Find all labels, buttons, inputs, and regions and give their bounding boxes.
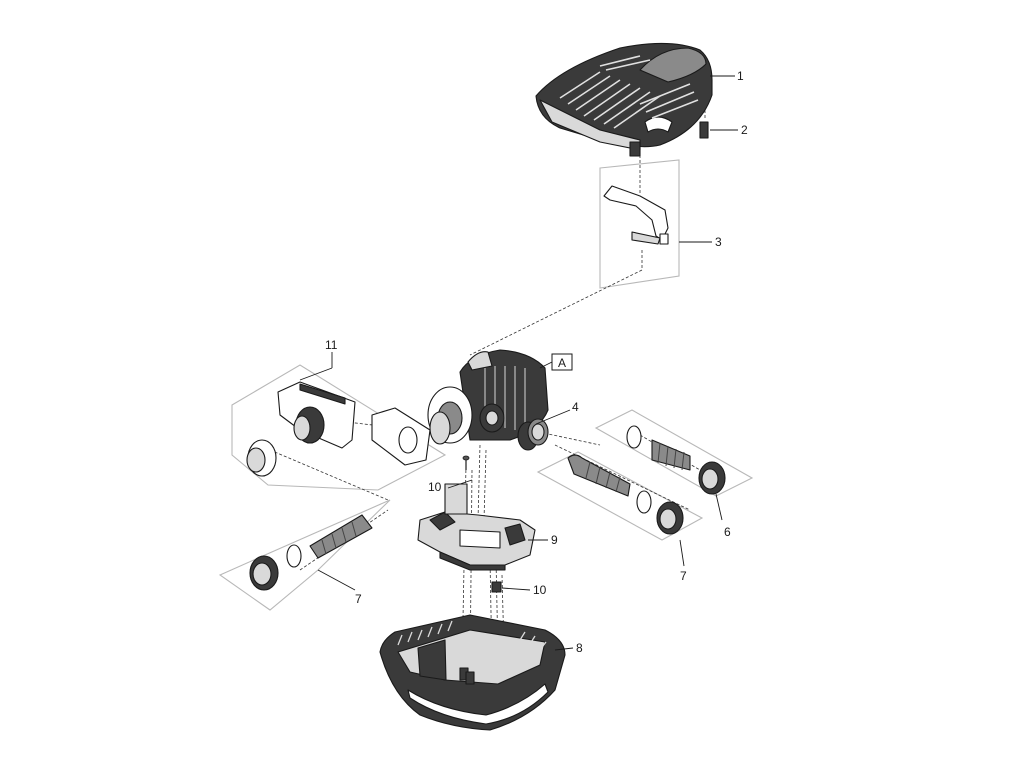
callout-box-a: A <box>558 356 566 370</box>
part-11-filter-plates <box>246 381 431 477</box>
callout-10-top: 10 <box>428 480 442 494</box>
part-6-hose-connector <box>626 425 726 495</box>
callout-6: 6 <box>724 525 731 539</box>
part-8-base-housing <box>379 614 566 731</box>
part-4-nut <box>517 418 549 451</box>
callout-7-left: 7 <box>355 592 362 606</box>
panel-part-7-left <box>218 499 391 611</box>
callout-11: 11 <box>325 338 338 352</box>
part-1-cover <box>535 42 713 157</box>
part-7-hose-connector-left <box>249 514 373 591</box>
callout-10-bottom: 10 <box>533 583 547 597</box>
panel-part-6 <box>594 409 754 497</box>
panel-part-11 <box>231 364 447 491</box>
callout-7-right: 7 <box>680 569 687 583</box>
part-2-clip <box>699 121 709 139</box>
callout-3: 3 <box>715 235 722 249</box>
part-10-screw-top <box>462 455 470 470</box>
leader-lines <box>299 75 738 651</box>
part-7-hose-connector-right <box>567 454 684 535</box>
panel-part-7-right <box>536 451 704 541</box>
callout-4: 4 <box>572 400 579 414</box>
callout-8: 8 <box>576 641 583 655</box>
part-3-bracket <box>603 185 669 245</box>
part-10-clip-bottom <box>491 581 502 593</box>
callout-9: 9 <box>551 533 558 547</box>
callout-1: 1 <box>737 69 744 83</box>
part-9-base-frame <box>417 483 536 571</box>
panel-part-3 <box>599 159 680 289</box>
callout-2: 2 <box>741 123 748 137</box>
